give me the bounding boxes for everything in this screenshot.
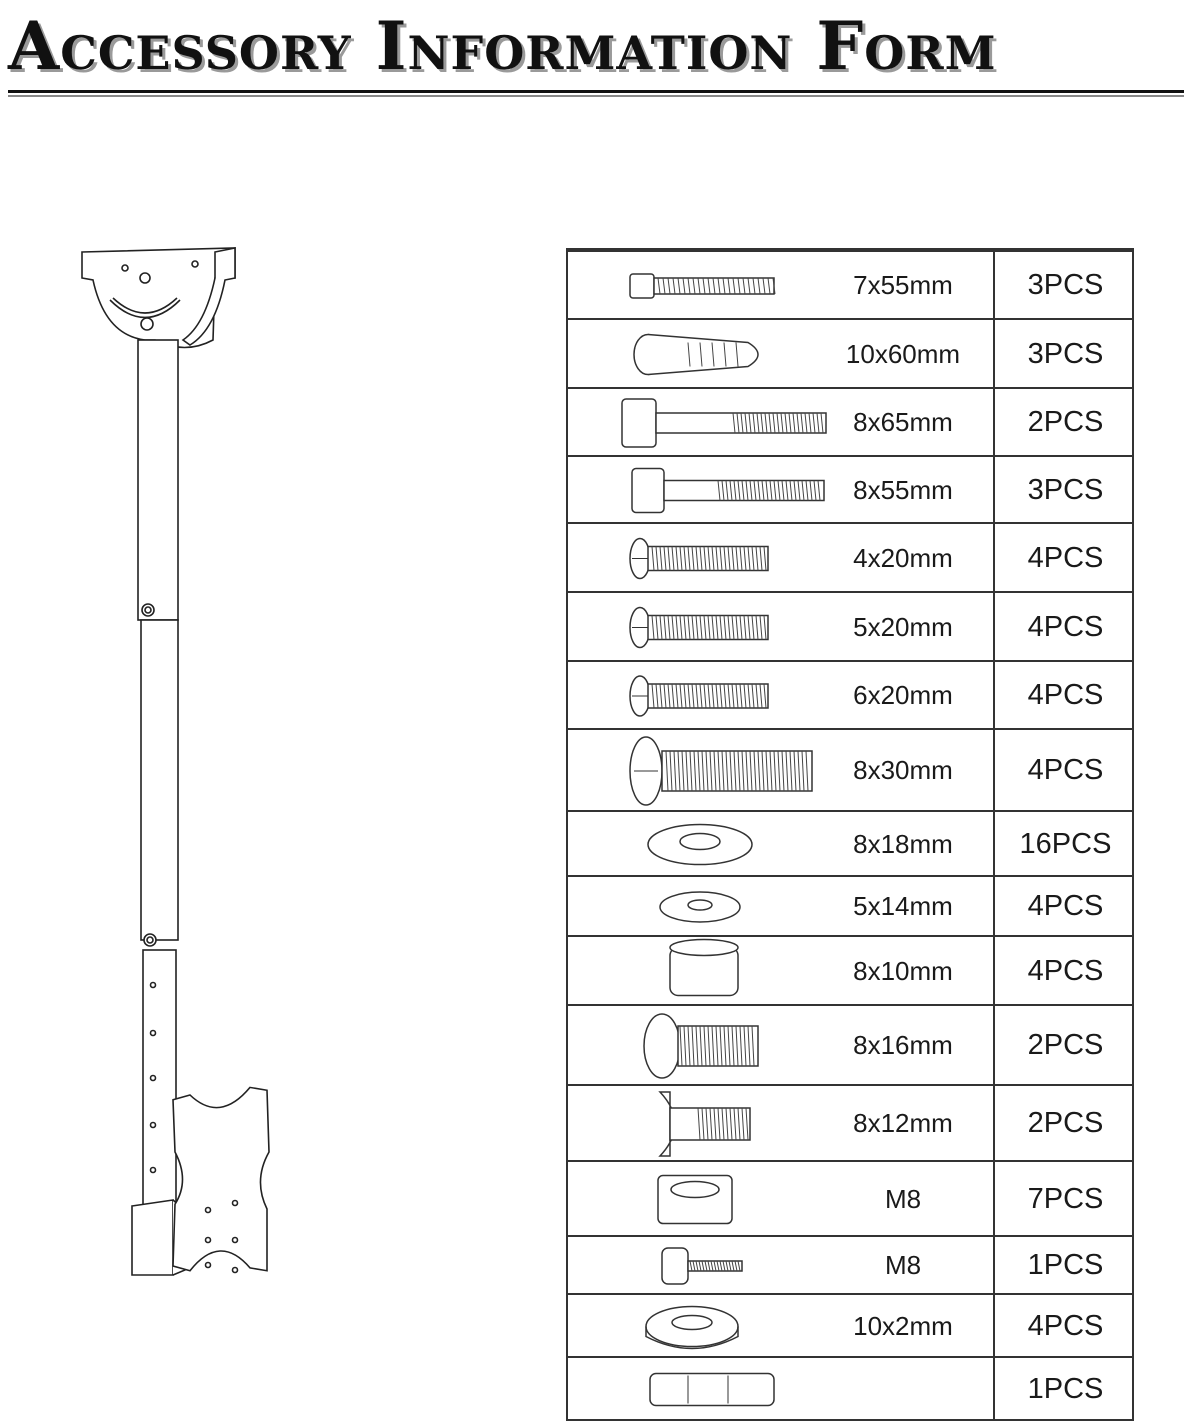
hex-bolt-icon (618, 457, 848, 522)
accessory-quantity: 7PCS (1027, 1182, 1104, 1215)
accessory-quantity: 3PCS (1027, 337, 1104, 370)
accessory-quantity: 4PCS (1027, 610, 1104, 643)
title-underline (8, 90, 1184, 93)
accessory-quantity: 2PCS (1027, 1029, 1104, 1061)
table-row: 10x2mm 4PCS (568, 1293, 1132, 1356)
accessory-size: 8x16mm (853, 1030, 953, 1060)
accessory-size: 8x55mm (853, 474, 953, 505)
accessory-quantity: 4PCS (1027, 954, 1104, 987)
accessory-quantity: 2PCS (1027, 406, 1104, 438)
washer-small-icon (618, 877, 848, 935)
ceiling-tv-mount-illustration (81, 247, 270, 1276)
thumb-screw-icon (618, 1237, 848, 1293)
accessory-size: 7x55mm (853, 270, 953, 300)
accessory-size: 8x30mm (853, 755, 953, 785)
table-column-divider (993, 250, 995, 1419)
accessory-quantity: 4PCS (1027, 1309, 1104, 1342)
machine-screw-icon (618, 662, 848, 728)
table-row: 8x55mm 3PCS (568, 455, 1132, 522)
accessory-quantity: 3PCS (1027, 269, 1104, 301)
table-row: M8 7PCS (568, 1160, 1132, 1235)
table-row: M8 1PCS (568, 1235, 1132, 1293)
page-title: Accessory Information Form (8, 7, 997, 85)
cable-clip-icon (618, 1358, 848, 1419)
accessory-size: 10x60mm (845, 338, 961, 369)
accessory-quantity: 16PCS (1019, 827, 1112, 860)
accessory-quantity: 4PCS (1027, 541, 1104, 574)
accessory-size: 8x10mm (853, 955, 953, 986)
table-row: 6x20mm 4PCS (568, 660, 1132, 728)
accessory-size: 4x20mm (853, 542, 953, 573)
accessory-size: 8x12mm (853, 1108, 953, 1138)
table-row: 8x65mm 2PCS (568, 387, 1132, 455)
wall-anchor-icon (618, 320, 848, 387)
hex-nut-icon (618, 1162, 848, 1235)
table-row: 8x10mm 4PCS (568, 935, 1132, 1004)
hex-bolt-long-icon (618, 389, 848, 455)
title-underline-shadow (8, 95, 1184, 97)
table-row: 8x18mm 16PCS (568, 810, 1132, 875)
table-row: 5x20mm 4PCS (568, 591, 1132, 660)
page-title-block: Accessory Information Form (8, 0, 1184, 100)
thick-washer-icon (618, 1295, 848, 1356)
accessory-table: 7x55mm 3PCS 10x60mm 3PCS 8x65mm 2PCS 8x55mm 3PC… (566, 248, 1134, 1421)
accessory-size: 8x65mm (853, 407, 953, 437)
accessory-size: M8 (884, 1183, 922, 1214)
carriage-bolt-icon (618, 1086, 848, 1160)
washer-icon (618, 812, 848, 875)
accessory-quantity: 4PCS (1027, 754, 1104, 786)
table-row: 4x20mm 4PCS (568, 522, 1132, 591)
machine-screw-icon (618, 593, 848, 660)
accessory-quantity: 1PCS (1027, 1249, 1104, 1281)
machine-screw-icon (618, 524, 848, 591)
accessory-size: 5x14mm (853, 891, 953, 921)
accessory-quantity: 3PCS (1027, 473, 1104, 506)
table-row: 8x16mm 2PCS (568, 1004, 1132, 1084)
accessory-size: M8 (884, 1250, 922, 1280)
spacer-icon (618, 937, 848, 1004)
accessory-size: 5x20mm (853, 611, 953, 642)
table-row: 8x30mm 4PCS (568, 728, 1132, 810)
accessory-size: 6x20mm (853, 680, 953, 710)
accessory-quantity: 2PCS (1027, 1107, 1104, 1139)
table-row: 10x60mm 3PCS (568, 318, 1132, 387)
accessory-size: 8x18mm (853, 828, 953, 859)
accessory-quantity: 1PCS (1027, 1372, 1104, 1405)
button-head-bolt-icon (618, 1006, 848, 1084)
table-row: 5x14mm 4PCS (568, 875, 1132, 935)
lag-screw-icon (618, 252, 848, 318)
table-row: 7x55mm 3PCS (568, 250, 1132, 318)
accessory-quantity: 4PCS (1027, 679, 1104, 711)
machine-screw-large-icon (618, 730, 848, 810)
accessory-size: 10x2mm (853, 1310, 953, 1341)
table-row: 8x12mm 2PCS (568, 1084, 1132, 1160)
table-row: 1PCS (568, 1356, 1132, 1419)
accessory-quantity: 4PCS (1027, 890, 1104, 922)
